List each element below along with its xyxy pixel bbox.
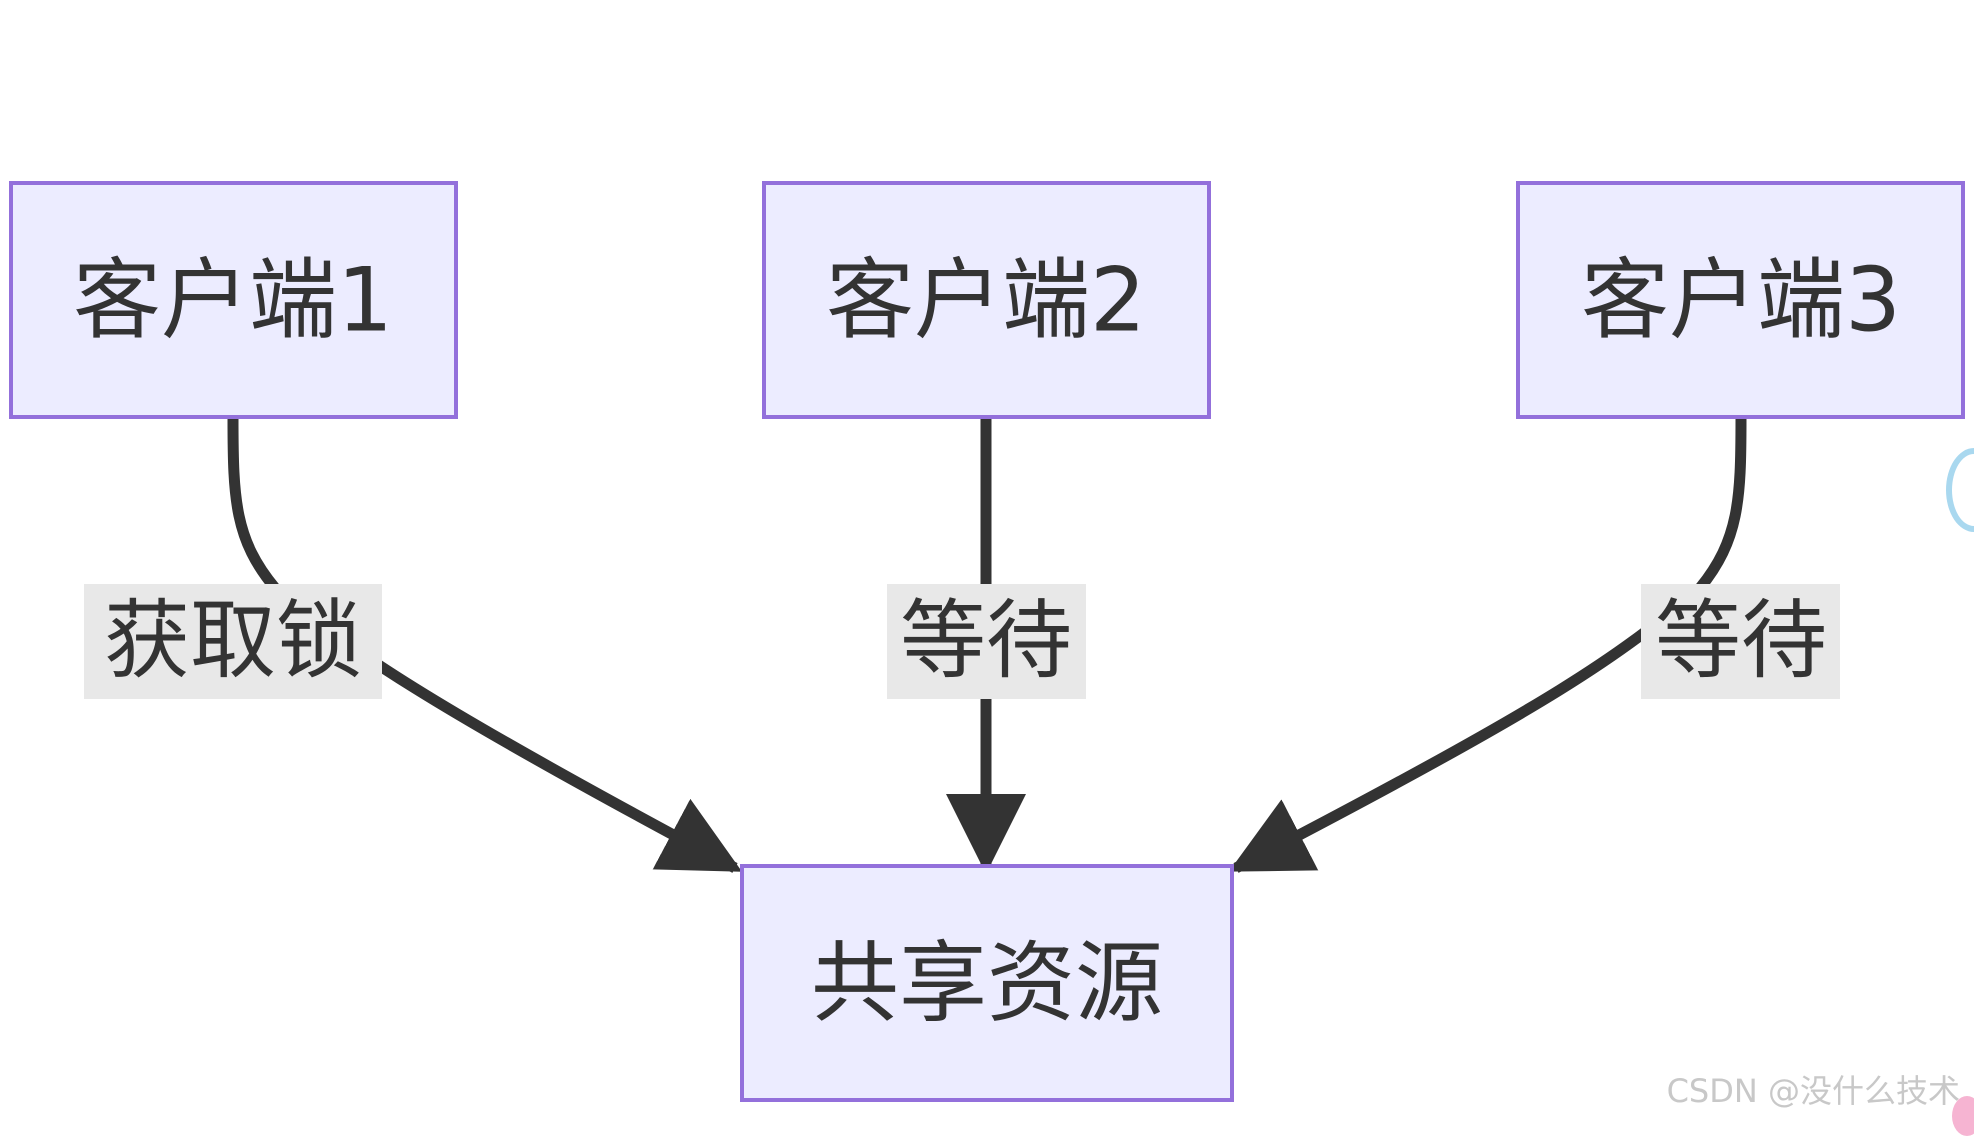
node-label-client3: 客户端3 [1581, 249, 1901, 352]
node-label-client1: 客户端1 [73, 249, 393, 352]
edge-label-text-wait-3: 等待 [1655, 591, 1827, 691]
node-shared-resource: 共享资源 [740, 864, 1234, 1102]
edge-label-text-wait-2: 等待 [900, 591, 1072, 691]
edge-label-text-acquire-lock: 获取锁 [104, 591, 362, 691]
node-client1: 客户端1 [9, 181, 458, 419]
node-label-client2: 客户端2 [826, 249, 1146, 352]
node-label-shared-resource: 共享资源 [811, 932, 1163, 1035]
watermark-text: CSDN @没什么技术 [1666, 1072, 1960, 1110]
edge-label-client1: 获取锁 [84, 584, 382, 699]
node-client2: 客户端2 [762, 181, 1211, 419]
node-client3: 客户端3 [1516, 181, 1965, 419]
edge-label-client3: 等待 [1641, 584, 1840, 699]
edge-label-client2: 等待 [887, 584, 1086, 699]
